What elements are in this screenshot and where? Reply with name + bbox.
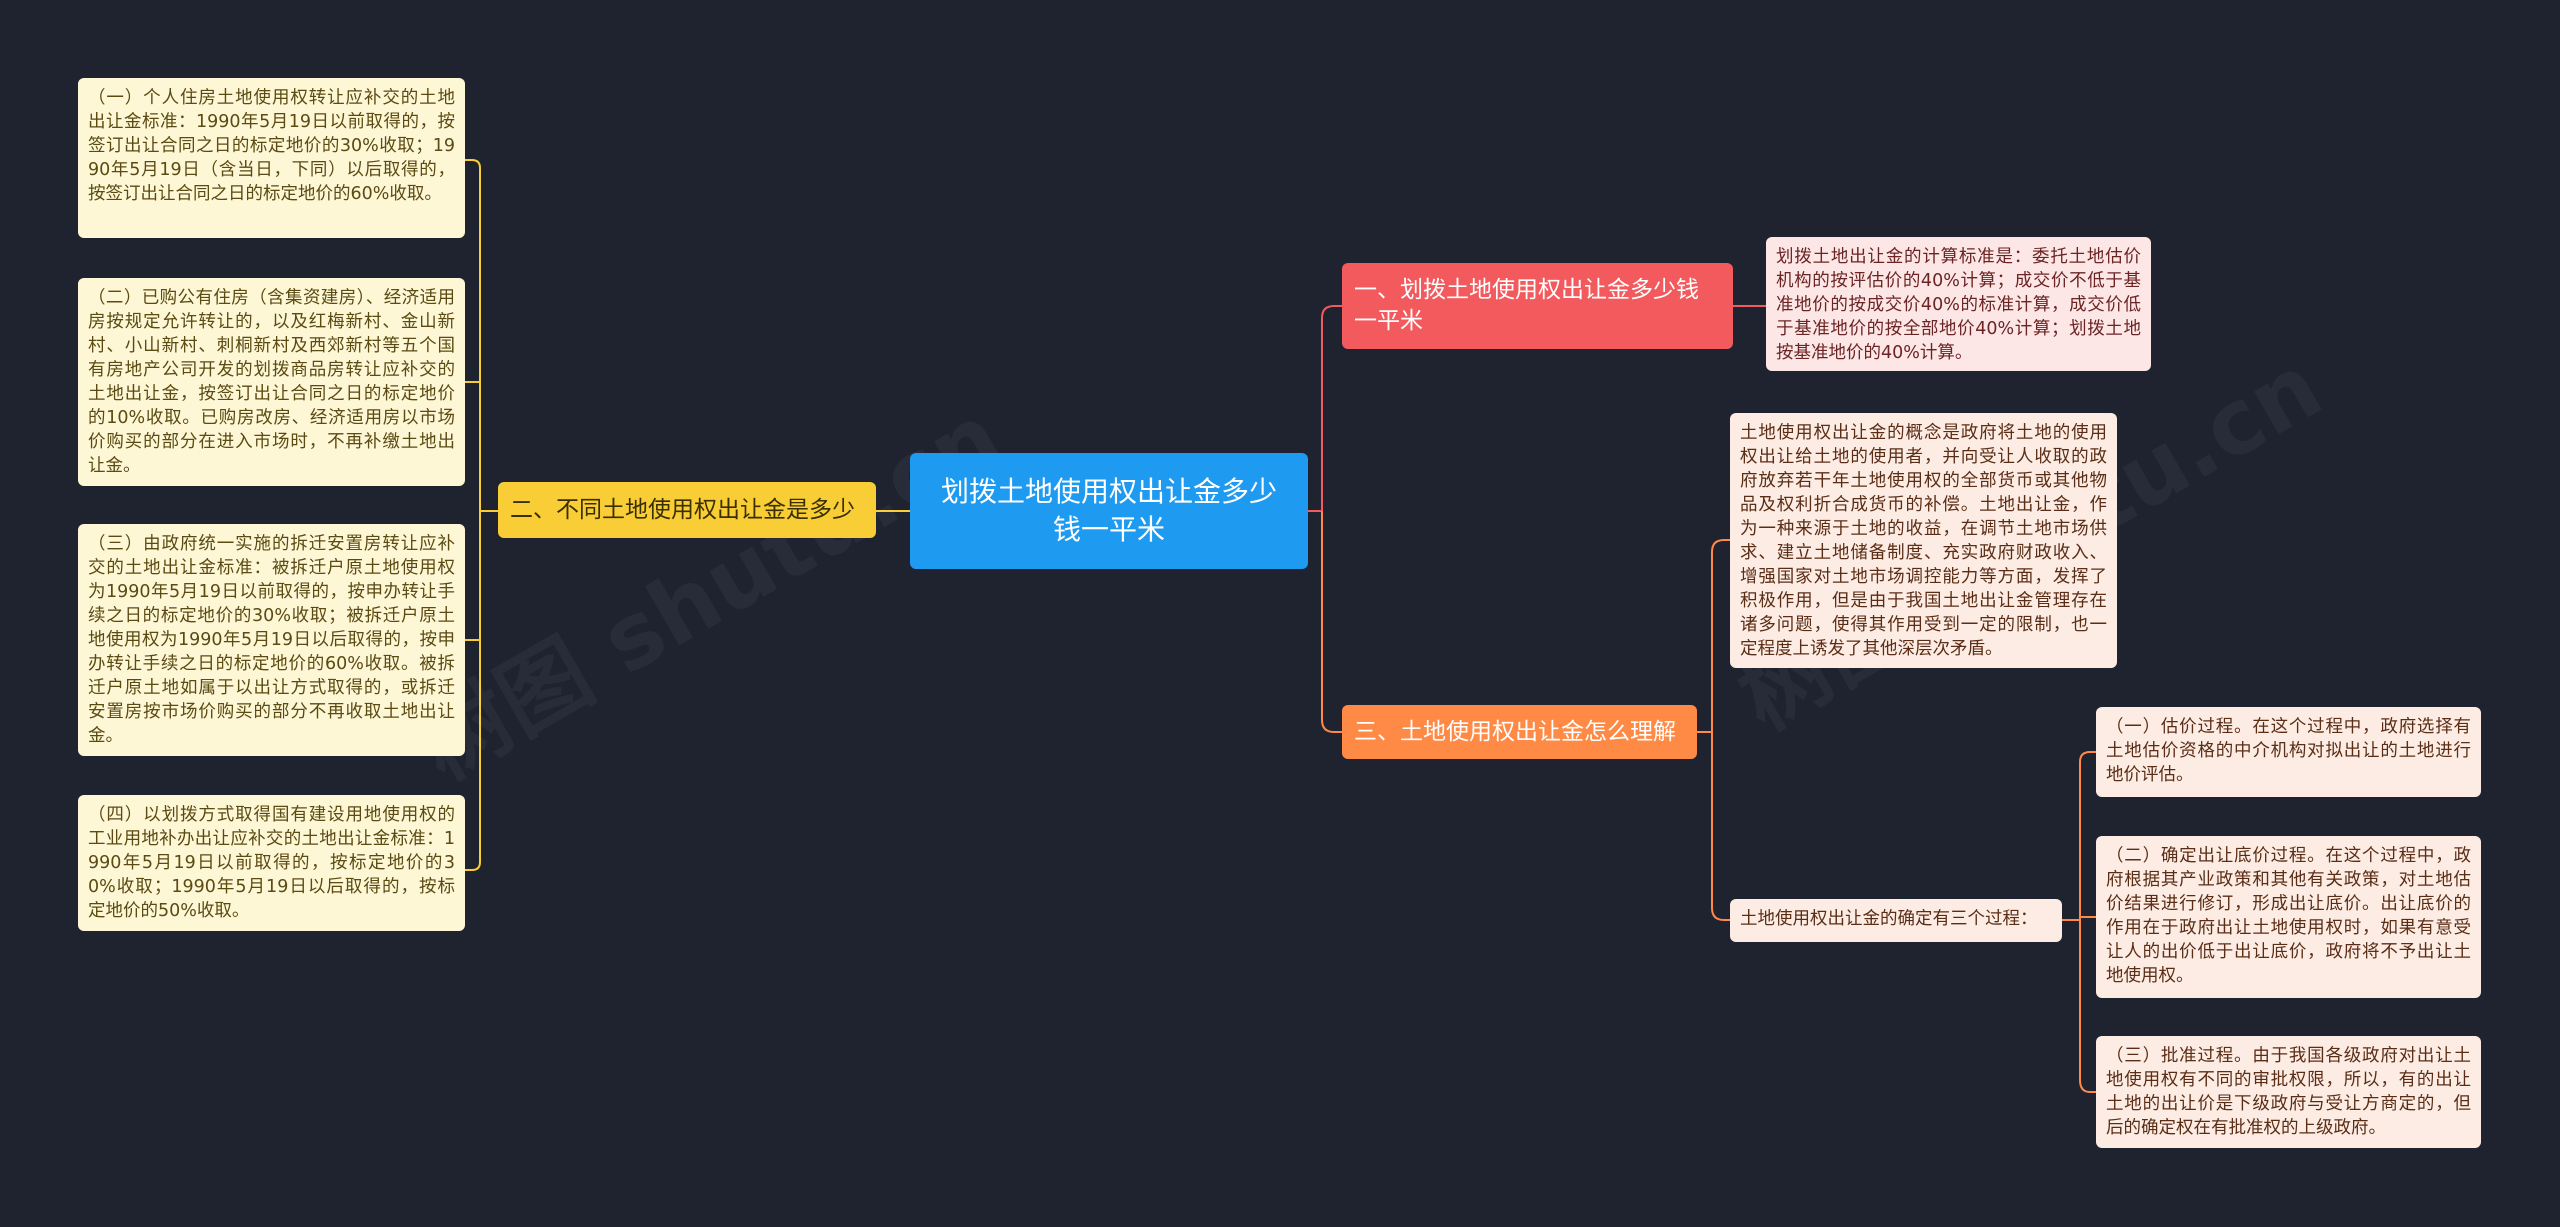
leaf-node-relocation-housing[interactable]: （三）由政府统一实施的拆迁安置房转让应补交的土地出让金标准：被拆迁户原土地使用权… [78, 524, 465, 756]
leaf-node-public-housing[interactable]: （二）已购公有住房（含集资建房）、经济适用房按规定允许转让的，以及红梅新村、金山… [78, 278, 465, 486]
leaf-node-valuation-process[interactable]: （一）估价过程。在这个过程中，政府选择有土地估价资格的中介机构对拟出让的土地进行… [2096, 707, 2481, 797]
link-r3-children [2062, 751, 2096, 1093]
branch-node-amounts[interactable]: 二、不同土地使用权出让金是多少 [498, 482, 876, 538]
link-root-b3 [1321, 511, 1342, 733]
branch-label: 三、土地使用权出让金怎么理解 [1354, 718, 1676, 745]
leaf-node-personal-housing[interactable]: （一）个人住房土地使用权转让应补交的土地出让金标准：1990年5月19日以前取得… [78, 78, 465, 238]
branch-node-understanding[interactable]: 三、土地使用权出让金怎么理解 [1342, 705, 1697, 759]
link-b3-r2-r3 [1697, 539, 1730, 921]
branch-label: 一、划拨土地使用权出让金多少钱一平米 [1354, 277, 1699, 334]
leaf-node-industrial-land[interactable]: （四）以划拨方式取得国有建设用地使用权的工业用地补办出让应补交的土地出让金标准：… [78, 795, 465, 931]
root-node[interactable]: 划拨土地使用权出让金多少钱一平米 [910, 453, 1308, 569]
branch-label: 二、不同土地使用权出让金是多少 [510, 496, 855, 523]
leaf-node-calculation-standard[interactable]: 划拨土地出让金的计算标准是：委托土地估价机构的按评估价的40%计算；成交价不低于… [1766, 237, 2151, 371]
leaf-node-three-processes[interactable]: 土地使用权出让金的确定有三个过程： [1730, 899, 2062, 942]
link-b2-leaves [465, 159, 498, 871]
leaf-node-approval-process[interactable]: （三）批准过程。由于我国各级政府对出让土地使用权有不同的审批权限，所以，有的出让… [2096, 1036, 2481, 1148]
leaf-node-concept[interactable]: 土地使用权出让金的概念是政府将土地的使用权出让给土地的使用者，并向受让人收取的政… [1730, 413, 2117, 668]
branch-node-calculation[interactable]: 一、划拨土地使用权出让金多少钱一平米 [1342, 263, 1733, 349]
link-root-b1 [1308, 305, 1342, 512]
leaf-node-reserve-price-process[interactable]: （二）确定出让底价过程。在这个过程中，政府根据其产业政策和其他有关政策，对土地估… [2096, 836, 2481, 998]
root-label: 划拨土地使用权出让金多少钱一平米 [940, 475, 1277, 546]
